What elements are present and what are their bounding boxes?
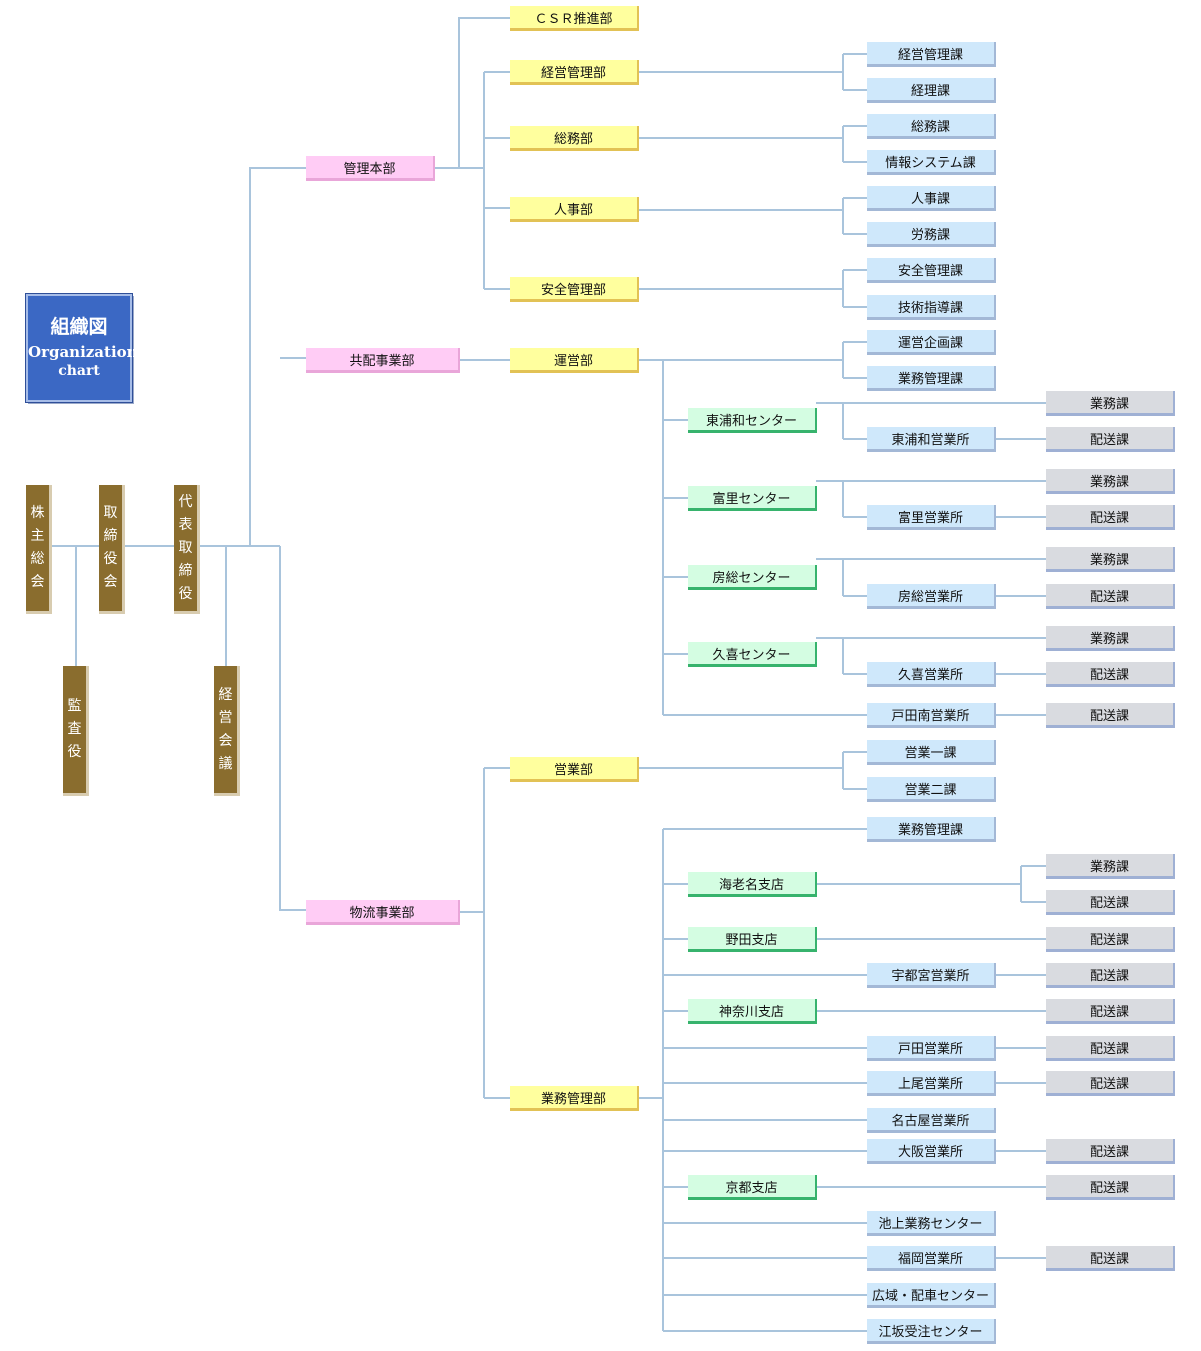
division-logistics: 物流事業部 xyxy=(306,900,460,925)
unit-gyomu: 業務課 xyxy=(1046,626,1175,651)
section-ops-plan: 運営企画課 xyxy=(867,330,996,355)
office-ikegami: 池上業務センター xyxy=(867,1211,996,1236)
center-kuki: 久喜センター xyxy=(688,642,817,667)
office-toda: 戸田営業所 xyxy=(867,1036,996,1061)
unit-haiso: 配送課 xyxy=(1046,1036,1175,1061)
auditor-box: 監査役 xyxy=(63,666,89,796)
section-hr: 人事課 xyxy=(867,186,996,211)
branch-kyoto: 京都支店 xyxy=(688,1175,817,1200)
office-osaka: 大阪営業所 xyxy=(867,1139,996,1164)
center-tomisato: 富里センター xyxy=(688,486,817,511)
section-it: 情報システム課 xyxy=(867,150,996,175)
office-nagoya: 名古屋営業所 xyxy=(867,1108,996,1133)
section-sales2: 営業二課 xyxy=(867,777,996,802)
unit-haiso: 配送課 xyxy=(1046,963,1175,988)
department-general: 総務部 xyxy=(510,126,639,151)
section-ops-biz: 業務管理課 xyxy=(867,366,996,391)
division-admin: 管理本部 xyxy=(306,156,435,181)
unit-gyomu: 業務課 xyxy=(1046,391,1175,416)
chart-title-box: 組織図 Organization chart xyxy=(25,293,138,403)
management-meeting-label: 経営会議 xyxy=(218,686,233,772)
chart-title-en-line2: chart xyxy=(58,363,100,379)
department-safety: 安全管理部 xyxy=(510,277,639,302)
branch-noda: 野田支店 xyxy=(688,927,817,952)
board-label: 取締役会 xyxy=(103,505,118,590)
president-box: 代表取締役 xyxy=(174,485,200,614)
unit-haiso: 配送課 xyxy=(1046,584,1175,609)
chart-title-jp: 組織図 xyxy=(50,316,108,338)
section-sales1: 営業一課 xyxy=(867,740,996,765)
section-bm-biz: 業務管理課 xyxy=(867,817,996,842)
department-csr: ＣＳＲ推進部 xyxy=(510,6,639,31)
office-boso: 房総営業所 xyxy=(867,584,996,609)
unit-haiso: 配送課 xyxy=(1046,999,1175,1024)
office-tomisato: 富里営業所 xyxy=(867,505,996,530)
chart-title-en-line1: Organization xyxy=(28,343,138,361)
unit-haiso: 配送課 xyxy=(1046,1071,1175,1096)
unit-haiso: 配送課 xyxy=(1046,1246,1175,1271)
shareholders-meeting-box: 株主総会 xyxy=(26,485,52,614)
shareholders-meeting-label: 株主総会 xyxy=(30,505,45,590)
unit-gyomu: 業務課 xyxy=(1046,854,1175,879)
section-safety: 安全管理課 xyxy=(867,258,996,283)
department-hr: 人事部 xyxy=(510,197,639,222)
division-joint: 共配事業部 xyxy=(306,348,460,373)
office-kuki: 久喜営業所 xyxy=(867,662,996,687)
office-fukuoka: 福岡営業所 xyxy=(867,1246,996,1271)
unit-haiso: 配送課 xyxy=(1046,662,1175,687)
unit-haiso: 配送課 xyxy=(1046,427,1175,452)
management-meeting-box: 経営会議 xyxy=(214,666,240,796)
unit-haiso: 配送課 xyxy=(1046,505,1175,530)
section-tech: 技術指導課 xyxy=(867,295,996,320)
president-label: 代表取締役 xyxy=(178,493,193,602)
section-mgmt: 経営管理課 xyxy=(867,42,996,67)
section-accounting: 経理課 xyxy=(867,78,996,103)
branch-kanagawa: 神奈川支店 xyxy=(688,999,817,1024)
unit-haiso: 配送課 xyxy=(1046,1139,1175,1164)
office-utsunomiya: 宇都宮営業所 xyxy=(867,963,996,988)
department-sales: 営業部 xyxy=(510,757,639,782)
unit-gyomu: 業務課 xyxy=(1046,547,1175,572)
office-todaminami: 戸田南営業所 xyxy=(867,703,996,728)
unit-haiso: 配送課 xyxy=(1046,927,1175,952)
unit-gyomu: 業務課 xyxy=(1046,469,1175,494)
department-business-mgmt: 業務管理部 xyxy=(510,1086,639,1111)
auditor-label: 監査役 xyxy=(67,698,82,760)
office-koiki: 広域・配車センター xyxy=(867,1283,996,1308)
unit-haiso: 配送課 xyxy=(1046,703,1175,728)
section-labor: 労務課 xyxy=(867,222,996,247)
office-esaka: 江坂受注センター xyxy=(867,1319,996,1344)
department-operations: 運営部 xyxy=(510,348,639,373)
center-boso: 房総センター xyxy=(688,565,817,590)
branch-ebina: 海老名支店 xyxy=(688,872,817,897)
office-ageo: 上尾営業所 xyxy=(867,1071,996,1096)
department-mgmt: 経営管理部 xyxy=(510,60,639,85)
center-higashiurawa: 東浦和センター xyxy=(688,408,817,433)
unit-haiso: 配送課 xyxy=(1046,890,1175,915)
board-box: 取締役会 xyxy=(99,485,125,614)
office-higashiurawa: 東浦和営業所 xyxy=(867,427,996,452)
unit-haiso: 配送課 xyxy=(1046,1175,1175,1200)
section-general: 総務課 xyxy=(867,114,996,139)
